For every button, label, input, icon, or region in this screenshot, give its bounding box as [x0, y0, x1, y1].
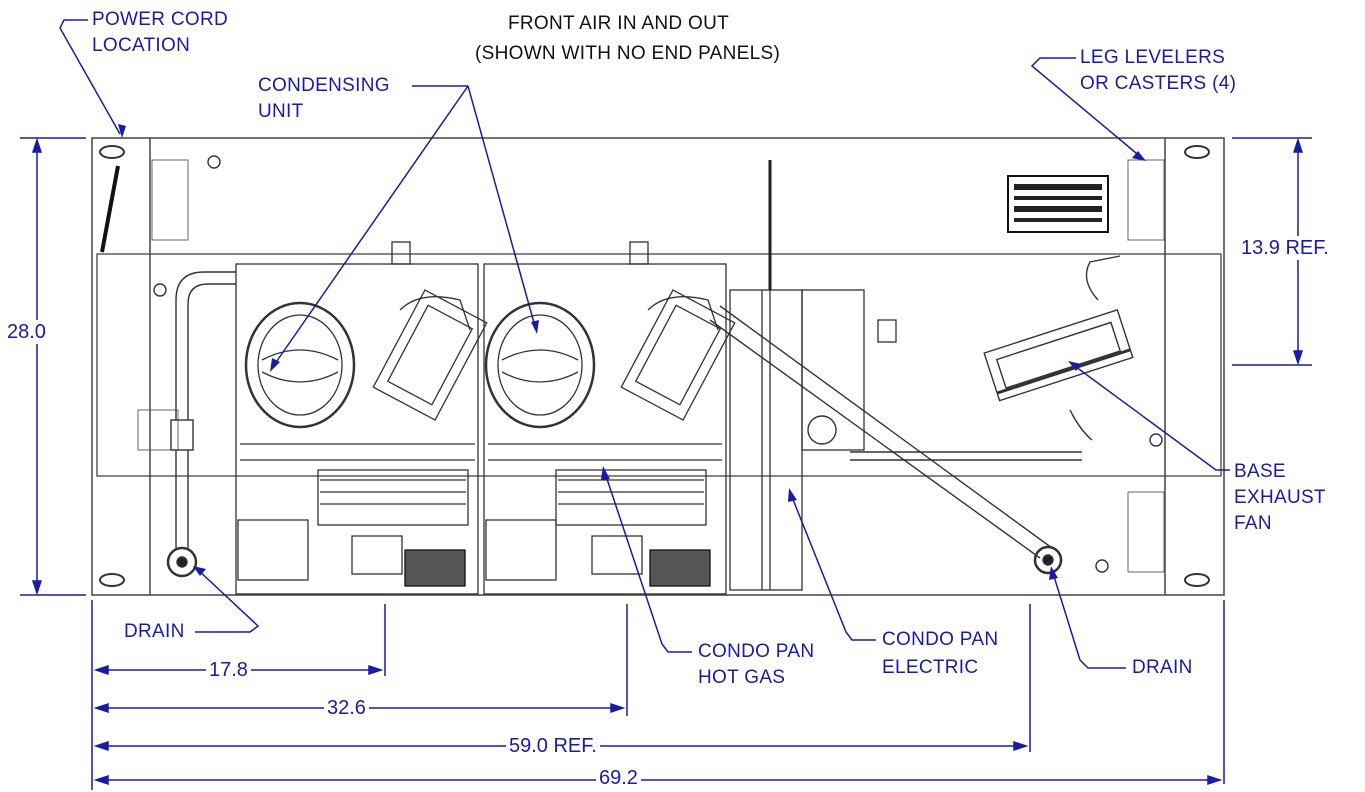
dimension-59-0-ref: 59.0 REF. [506, 734, 600, 758]
callout-condo-pan-hot-gas-line2: HOT GAS [698, 667, 786, 688]
mounting-holes [153, 155, 1163, 573]
callout-condo-pan-electric-line1: CONDO PAN [882, 629, 999, 650]
callout-condo-pan-electric-line2: ELECTRIC [882, 657, 979, 678]
condensing-unit-1 [235, 263, 488, 595]
condo-pan-electric [729, 160, 865, 591]
base-exhaust-fan [983, 255, 1134, 441]
callout-power-cord-line1: POWER CORD [92, 9, 228, 30]
corner-brackets [137, 159, 1165, 573]
callout-leg-levelers-line1: LEG LEVELERS [1080, 47, 1226, 68]
dimension-lines [20, 137, 1312, 790]
leg-leveler-icons [99, 145, 1210, 587]
right-drain-hose [709, 305, 1082, 575]
callout-power-cord-line2: LOCATION [92, 35, 191, 56]
left-drain-hose [166, 271, 236, 578]
callout-base-exhaust-fan-line3: FAN [1234, 513, 1272, 534]
label-plate [1007, 175, 1109, 233]
diagram-title-line1: FRONT AIR IN AND OUT [508, 13, 730, 34]
callout-drain-left: DRAIN [124, 621, 185, 642]
callout-base-exhaust-fan-line2: EXHAUST [1234, 487, 1326, 508]
condensing-unit-2 [483, 263, 736, 595]
power-cord-icon [100, 165, 120, 253]
callout-drain-right: DRAIN [1132, 657, 1193, 678]
leader-arrowheads [118, 124, 1146, 580]
callout-condensing-unit-line1: CONDENSING [258, 75, 390, 96]
callout-leg-levelers-line2: OR CASTERS (4) [1080, 73, 1237, 94]
equipment-outline [91, 137, 1225, 596]
leader-lines [59, 19, 1230, 669]
dimension-17-8: 17.8 [206, 658, 251, 682]
diagram-title-line2: (SHOWN WITH NO END PANELS) [475, 43, 781, 64]
callout-base-exhaust-fan-line1: BASE [1234, 461, 1286, 482]
dimension-fan-ref: 13.9 REF. [1238, 236, 1332, 260]
dimension-overall: 69.2 [596, 766, 641, 790]
top-brackets [391, 241, 897, 343]
dimension-height: 28.0 [4, 320, 49, 344]
callout-condo-pan-hot-gas-line1: CONDO PAN [698, 641, 815, 662]
callout-condensing-unit-line2: UNIT [258, 101, 304, 122]
dimension-32-6: 32.6 [324, 696, 369, 720]
